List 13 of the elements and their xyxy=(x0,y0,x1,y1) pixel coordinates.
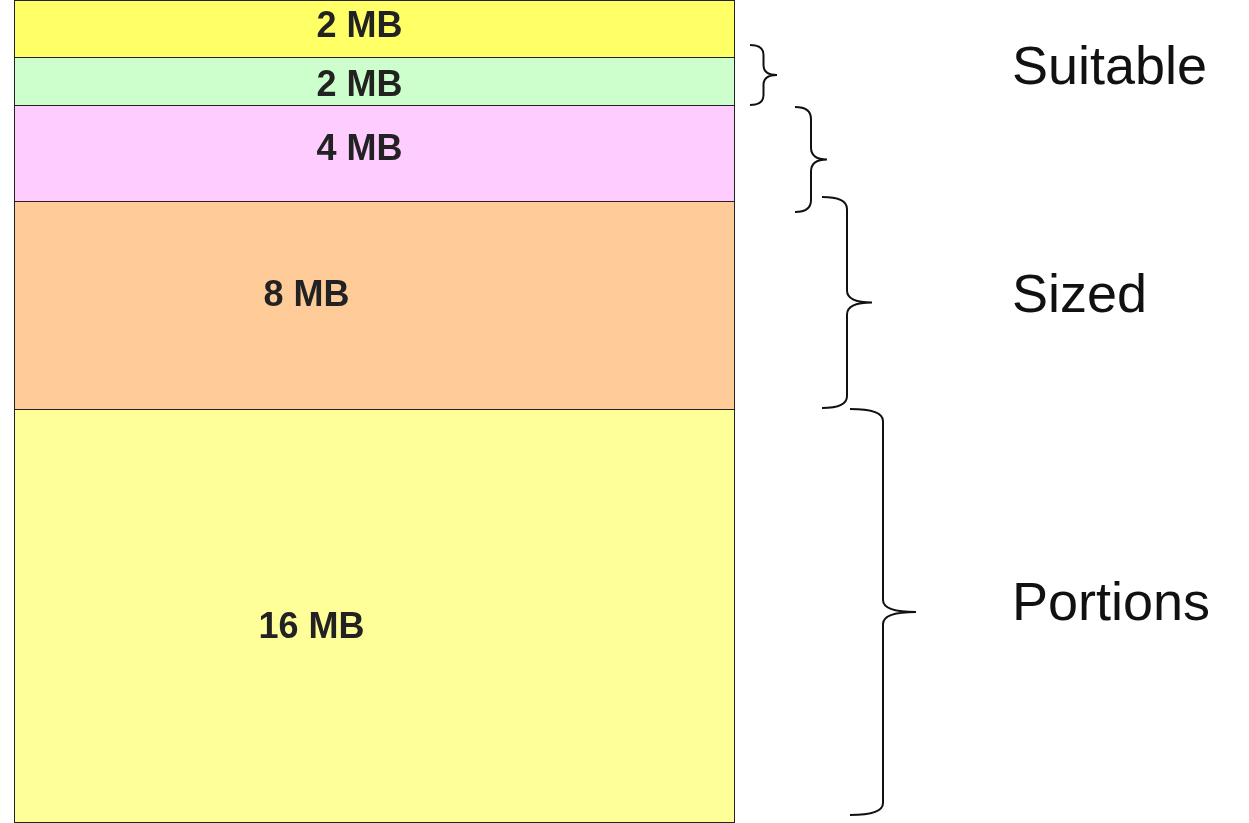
group-label: Portions xyxy=(1012,574,1211,628)
size-label: 8 MB xyxy=(263,276,350,316)
group-label: Suitable xyxy=(1012,38,1208,92)
size-label: 4 MB xyxy=(316,130,403,170)
memory-block xyxy=(14,0,735,58)
size-label: 2 MB xyxy=(316,7,403,47)
memory-block xyxy=(14,409,735,823)
memory-block xyxy=(14,57,735,106)
size-label: 2 MB xyxy=(316,66,403,106)
group-label: Sized xyxy=(1012,266,1148,320)
size-label: 16 MB xyxy=(258,608,365,648)
memory-block xyxy=(14,105,735,202)
memory-block xyxy=(14,201,735,410)
